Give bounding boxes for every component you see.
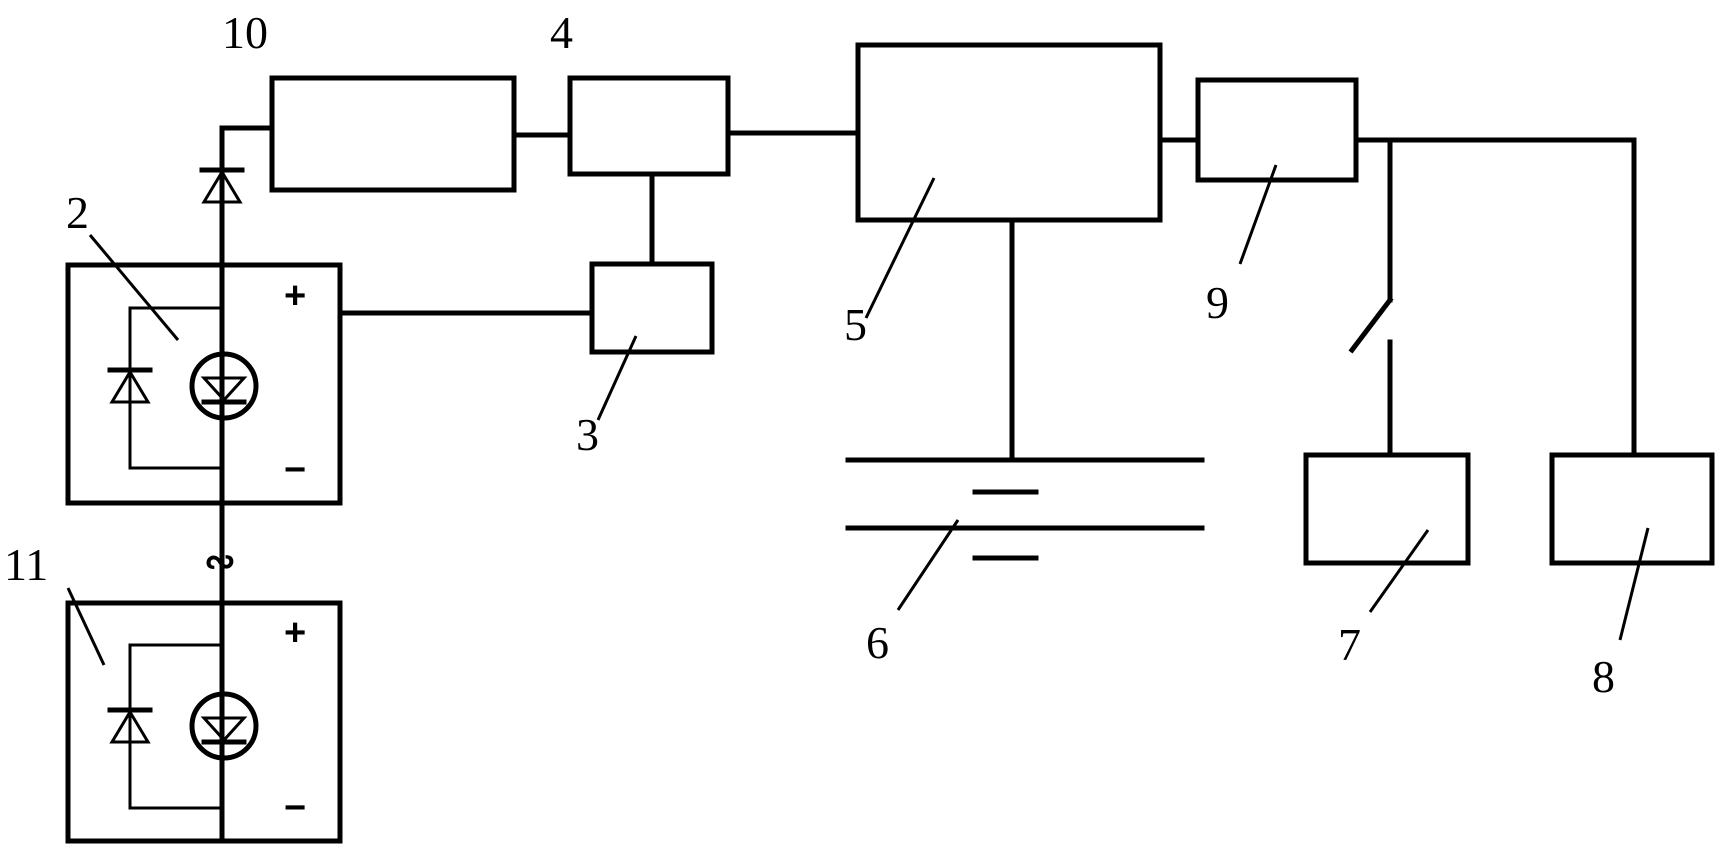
- module-2-plus-sign: +: [284, 275, 306, 317]
- label-2: 2: [66, 187, 89, 238]
- ac-connector-icon: ∾: [204, 541, 236, 583]
- leader-2: [88, 234, 180, 341]
- leader-9: [1238, 164, 1278, 265]
- leader-6: [896, 519, 960, 611]
- label-4: 4: [550, 7, 573, 58]
- solar-cell-module-2: + −: [65, 262, 343, 506]
- block-7: [1303, 452, 1471, 566]
- label-6: 6: [866, 617, 889, 668]
- module-11-minus-sign: −: [284, 787, 306, 829]
- solar-cell-module-11: + −: [65, 600, 343, 844]
- battery-6-icon: [845, 457, 1205, 561]
- block-3: [589, 261, 715, 355]
- leader-lines: [66, 164, 1650, 666]
- label-11: 11: [4, 539, 48, 590]
- leader-3: [596, 335, 638, 421]
- module-2-bypass-loop: [128, 306, 222, 470]
- label-9: 9: [1206, 277, 1229, 328]
- leader-11: [66, 587, 106, 666]
- blocking-diode-icon: [199, 167, 245, 204]
- module-11-frame: [65, 600, 343, 844]
- label-3: 3: [576, 409, 599, 460]
- leader-7: [1368, 529, 1430, 613]
- module-2-frame: [65, 262, 343, 506]
- module-11-bypass-loop: [128, 643, 222, 810]
- leader-5: [864, 177, 936, 319]
- switch-icon[interactable]: [1348, 296, 1394, 354]
- module-11-bypass-diode-icon: [107, 707, 153, 744]
- block-10: [269, 75, 517, 193]
- label-7: 7: [1338, 619, 1361, 670]
- block-4: [567, 75, 731, 177]
- label-5: 5: [844, 299, 867, 350]
- block-5: [855, 42, 1163, 223]
- module-2-minus-sign: −: [284, 449, 306, 491]
- leader-8: [1618, 527, 1650, 641]
- label-10: 10: [222, 7, 268, 58]
- block-8: [1549, 452, 1715, 566]
- module-2-bypass-diode-icon: [107, 367, 153, 404]
- label-8: 8: [1592, 651, 1615, 702]
- block-9: [1195, 77, 1359, 183]
- module-11-plus-sign: +: [284, 612, 306, 654]
